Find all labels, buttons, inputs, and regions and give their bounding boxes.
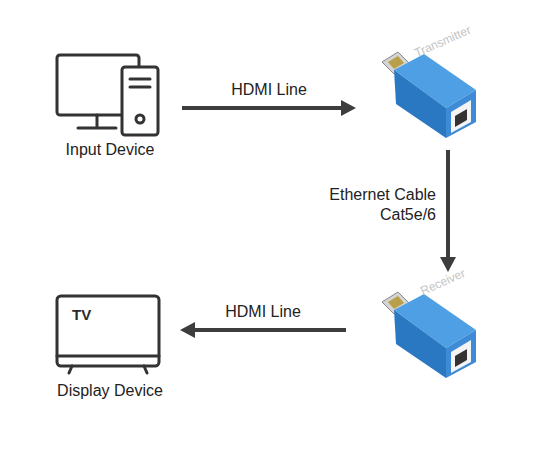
tower-button xyxy=(136,115,144,123)
rj45-hole xyxy=(455,109,467,127)
tv-icon xyxy=(57,296,159,373)
rj45-port xyxy=(451,340,471,373)
connector-arrow xyxy=(182,100,356,116)
device-label: Display Device xyxy=(50,382,170,400)
tv-outline xyxy=(57,296,159,366)
hdmi-extender-image xyxy=(382,292,476,378)
connector-arrow xyxy=(440,150,456,272)
adapter-side xyxy=(394,70,446,138)
rj45-port xyxy=(451,100,471,133)
device-node: Input Device xyxy=(50,45,170,163)
edge-label: Ethernet Cable Cat5e/6 xyxy=(308,185,436,225)
connector-arrow xyxy=(180,322,346,338)
adapter-front xyxy=(446,330,476,378)
device-label: Transmitter xyxy=(412,23,473,60)
tv-foot xyxy=(69,366,72,373)
tv-bezel xyxy=(57,355,159,358)
arrow-head xyxy=(341,100,356,116)
edge-label: HDMI Line xyxy=(231,80,307,100)
device-node: Transmitter xyxy=(368,40,493,148)
hdmi-extender-image xyxy=(382,52,476,138)
tv-foot xyxy=(144,366,147,373)
adapter-side xyxy=(394,310,446,378)
device-label: Receiver xyxy=(418,266,467,298)
tower-slot xyxy=(130,86,150,89)
tower-slot xyxy=(130,78,150,81)
device-node: TV Display Device xyxy=(50,290,170,405)
screen-text: TV xyxy=(72,306,91,323)
arrow-line xyxy=(193,328,346,332)
computer-icon xyxy=(57,55,158,135)
rj45-hole xyxy=(455,349,467,367)
tower-outline xyxy=(122,67,158,135)
device-node: Receiver xyxy=(368,282,493,382)
monitor-neck xyxy=(96,115,99,127)
monitor-base xyxy=(78,127,116,130)
arrow-head xyxy=(180,322,195,338)
arrow-line xyxy=(446,150,450,259)
device-label: Input Device xyxy=(50,141,170,159)
arrow-line xyxy=(182,106,343,110)
edge-label: HDMI Line xyxy=(225,302,301,322)
adapter-front xyxy=(446,90,476,138)
